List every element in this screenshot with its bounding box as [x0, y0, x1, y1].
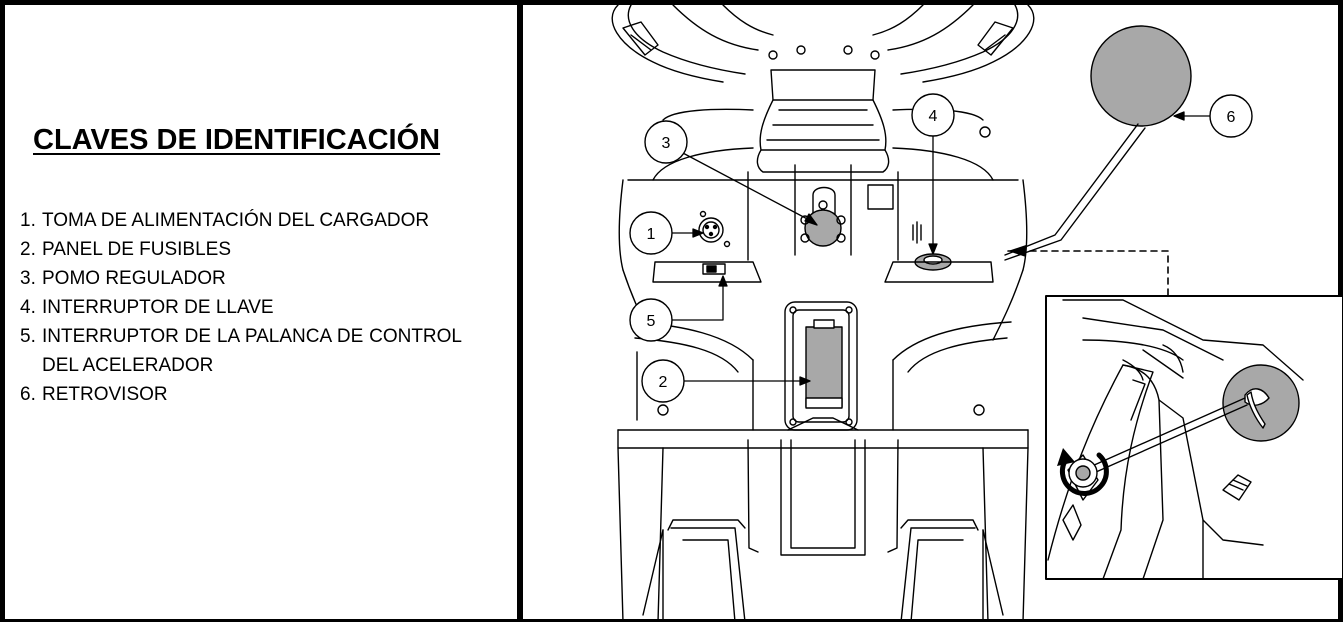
mirror-detail-inset — [1007, 245, 1343, 580]
steering-column-boot — [756, 69, 890, 173]
lower-body — [617, 439, 1029, 623]
legend-item-text: INTERRUPTOR DE LA PALANCA DE CONTROL DEL… — [42, 326, 462, 376]
callout-1-label: 1 — [647, 226, 656, 243]
legend-item-3: 3. POMO REGULADOR — [20, 264, 462, 293]
legend-item-text: TOMA DE ALIMENTACIÓN DEL CARGADOR — [42, 210, 430, 231]
legend-title: CLAVES DE IDENTIFICACIÓN — [33, 124, 441, 156]
legend-item-2: 2. PANEL DE FUSIBLES — [20, 235, 462, 264]
callout-6-label: 6 — [1227, 109, 1236, 126]
legend-list: 1. TOMA DE ALIMENTACIÓN DEL CARGADOR 2. … — [20, 206, 462, 409]
legend-item-number: 3. — [20, 268, 36, 289]
scooter-tiller-illustration: 1 2 3 4 5 6 — [523, 0, 1343, 623]
callout-labels: 1 2 3 4 5 6 — [647, 108, 1236, 391]
handlebar — [611, 4, 1035, 83]
legend-item-text: PANEL DE FUSIBLES — [42, 239, 232, 260]
legend-item-5: 5. INTERRUPTOR DE LA PALANCA DE CONTROL … — [20, 322, 462, 380]
identification-legend-panel: CLAVES DE IDENTIFICACIÓN 1. TOMA DE ALIM… — [0, 0, 517, 622]
callout-4-label: 4 — [929, 108, 938, 125]
fuse-panel-housing — [784, 301, 858, 431]
legend-item-1: 1. TOMA DE ALIMENTACIÓN DEL CARGADOR — [20, 206, 462, 235]
legend-item-text: INTERRUPTOR DE LLAVE — [42, 297, 274, 318]
tiller-drawing: 1 2 3 4 5 6 — [611, 4, 1343, 623]
legend-item-number: 2. — [20, 239, 36, 260]
legend-item-4: 4. INTERRUPTOR DE LLAVE — [20, 293, 462, 322]
panel-divider — [517, 0, 523, 622]
legend-item-number: 1. — [20, 210, 36, 231]
legend-item-text: POMO REGULADOR — [42, 268, 226, 289]
callout-circles — [629, 93, 1253, 403]
legend-item-number: 4. — [20, 297, 36, 318]
legend-item-6: 6. RETROVISOR — [20, 380, 462, 409]
upper-console — [618, 108, 1028, 341]
callout-2-label: 2 — [659, 374, 668, 391]
legend-item-number: 6. — [20, 384, 36, 405]
legend-item-text: RETROVISOR — [42, 384, 168, 405]
legend-item-number: 5. — [20, 326, 36, 347]
callout-leaders — [670, 111, 1211, 386]
rear-view-mirror — [1004, 25, 1192, 261]
callout-5-label: 5 — [647, 313, 656, 330]
side-panels — [617, 321, 1029, 449]
callout-3-label: 3 — [662, 135, 671, 152]
